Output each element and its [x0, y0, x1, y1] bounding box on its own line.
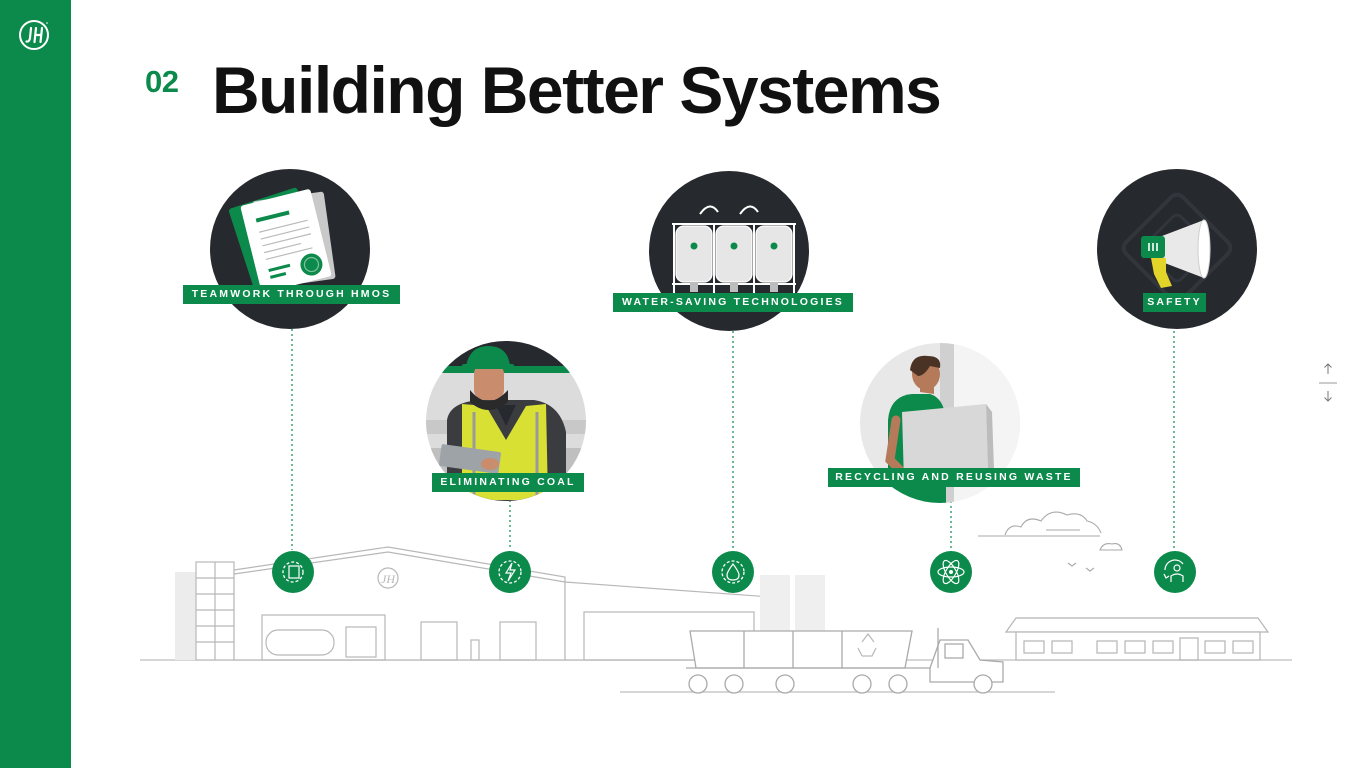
feature-label-safety[interactable]: SAFETY [1143, 293, 1206, 312]
gear-bolt-icon [489, 551, 531, 593]
slide-navigation [1316, 360, 1340, 408]
gear-building-icon [272, 551, 314, 593]
feature-label-water-saving[interactable]: WATER-SAVING TECHNOLOGIES [613, 293, 853, 312]
safety-person-icon [1154, 551, 1196, 593]
megaphone-icon [1097, 169, 1257, 329]
next-arrow-icon[interactable] [1316, 387, 1340, 407]
water-tanks-icon [649, 171, 809, 331]
sidebar [0, 0, 71, 768]
document-icon [210, 169, 370, 329]
navigation-divider [1319, 382, 1337, 384]
feature-label-eliminating-coal[interactable]: ELIMINATING COAL [432, 473, 584, 492]
clouds [978, 511, 1123, 572]
page-title: Building Better Systems [212, 53, 942, 127]
previous-arrow-icon[interactable] [1316, 360, 1340, 380]
section-number: 02 [145, 64, 179, 99]
factory-building: JH [175, 546, 825, 661]
feature-label-recycling[interactable]: RECYCLING AND REUSING WASTE [828, 468, 1080, 487]
warehouse-building [1004, 617, 1270, 661]
connector-lines [291, 304, 1175, 550]
feature-label-teamwork[interactable]: TEAMWORK THROUGH HMOS [183, 285, 400, 304]
atom-icon [930, 551, 972, 593]
svg-text:JH: JH [381, 572, 396, 586]
recycling-truck [686, 628, 1004, 694]
jh-logo-icon[interactable] [17, 18, 51, 52]
gear-droplet-icon [712, 551, 754, 593]
